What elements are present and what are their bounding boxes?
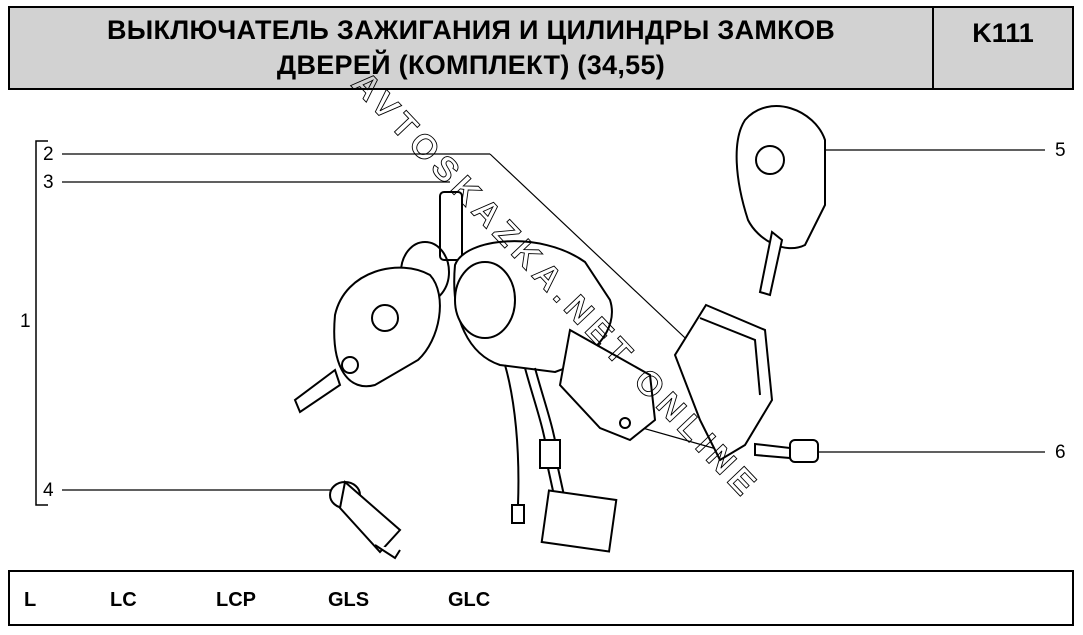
assembly-bracket [35,140,48,506]
model-applicability-bar: L LC LCP GLS GLC [8,570,1074,626]
callout-1: 1 [20,311,31,332]
tag-3 [439,191,463,261]
title-line-1: ВЫКЛЮЧАТЕЛЬ ЗАЖИГАНИЯ И ЦИЛИНДРЫ ЗАМКОВ [106,15,836,45]
callout-4: 4 [43,480,54,501]
model-lc: LC [110,589,137,611]
model-lcp: LCP [216,589,256,611]
ignition-switch [400,191,657,442]
lock-cylinder-4 [329,480,402,560]
title-line-2: ДВЕРЕЙ (КОМПЛЕКТ) (34,55) [276,50,666,80]
model-l: L [24,589,37,611]
callout-3: 3 [43,172,54,193]
page-header: ВЫКЛЮЧАТЕЛЬ ЗАЖИГАНИЯ И ЦИЛИНДРЫ ЗАМКОВ … [8,6,1074,90]
page-title: ВЫКЛЮЧАТЕЛЬ ЗАЖИГАНИЯ И ЦИЛИНДРЫ ЗАМКОВ … [10,8,934,88]
callout-6: 6 [1055,442,1066,463]
model-gls: GLS [328,589,370,611]
leader-lines [62,149,1045,491]
callout-5: 5 [1055,140,1066,161]
bolt-6 [754,439,819,463]
model-glc: GLC [448,589,491,611]
wiring-harness [504,364,618,553]
section-code: K111 [972,18,1034,48]
key-fob-left [293,266,441,414]
key-fob-5 [735,105,826,297]
callout-2: 2 [43,144,54,165]
leader-2-diagonal [489,153,701,353]
cover-bracket [673,303,774,462]
